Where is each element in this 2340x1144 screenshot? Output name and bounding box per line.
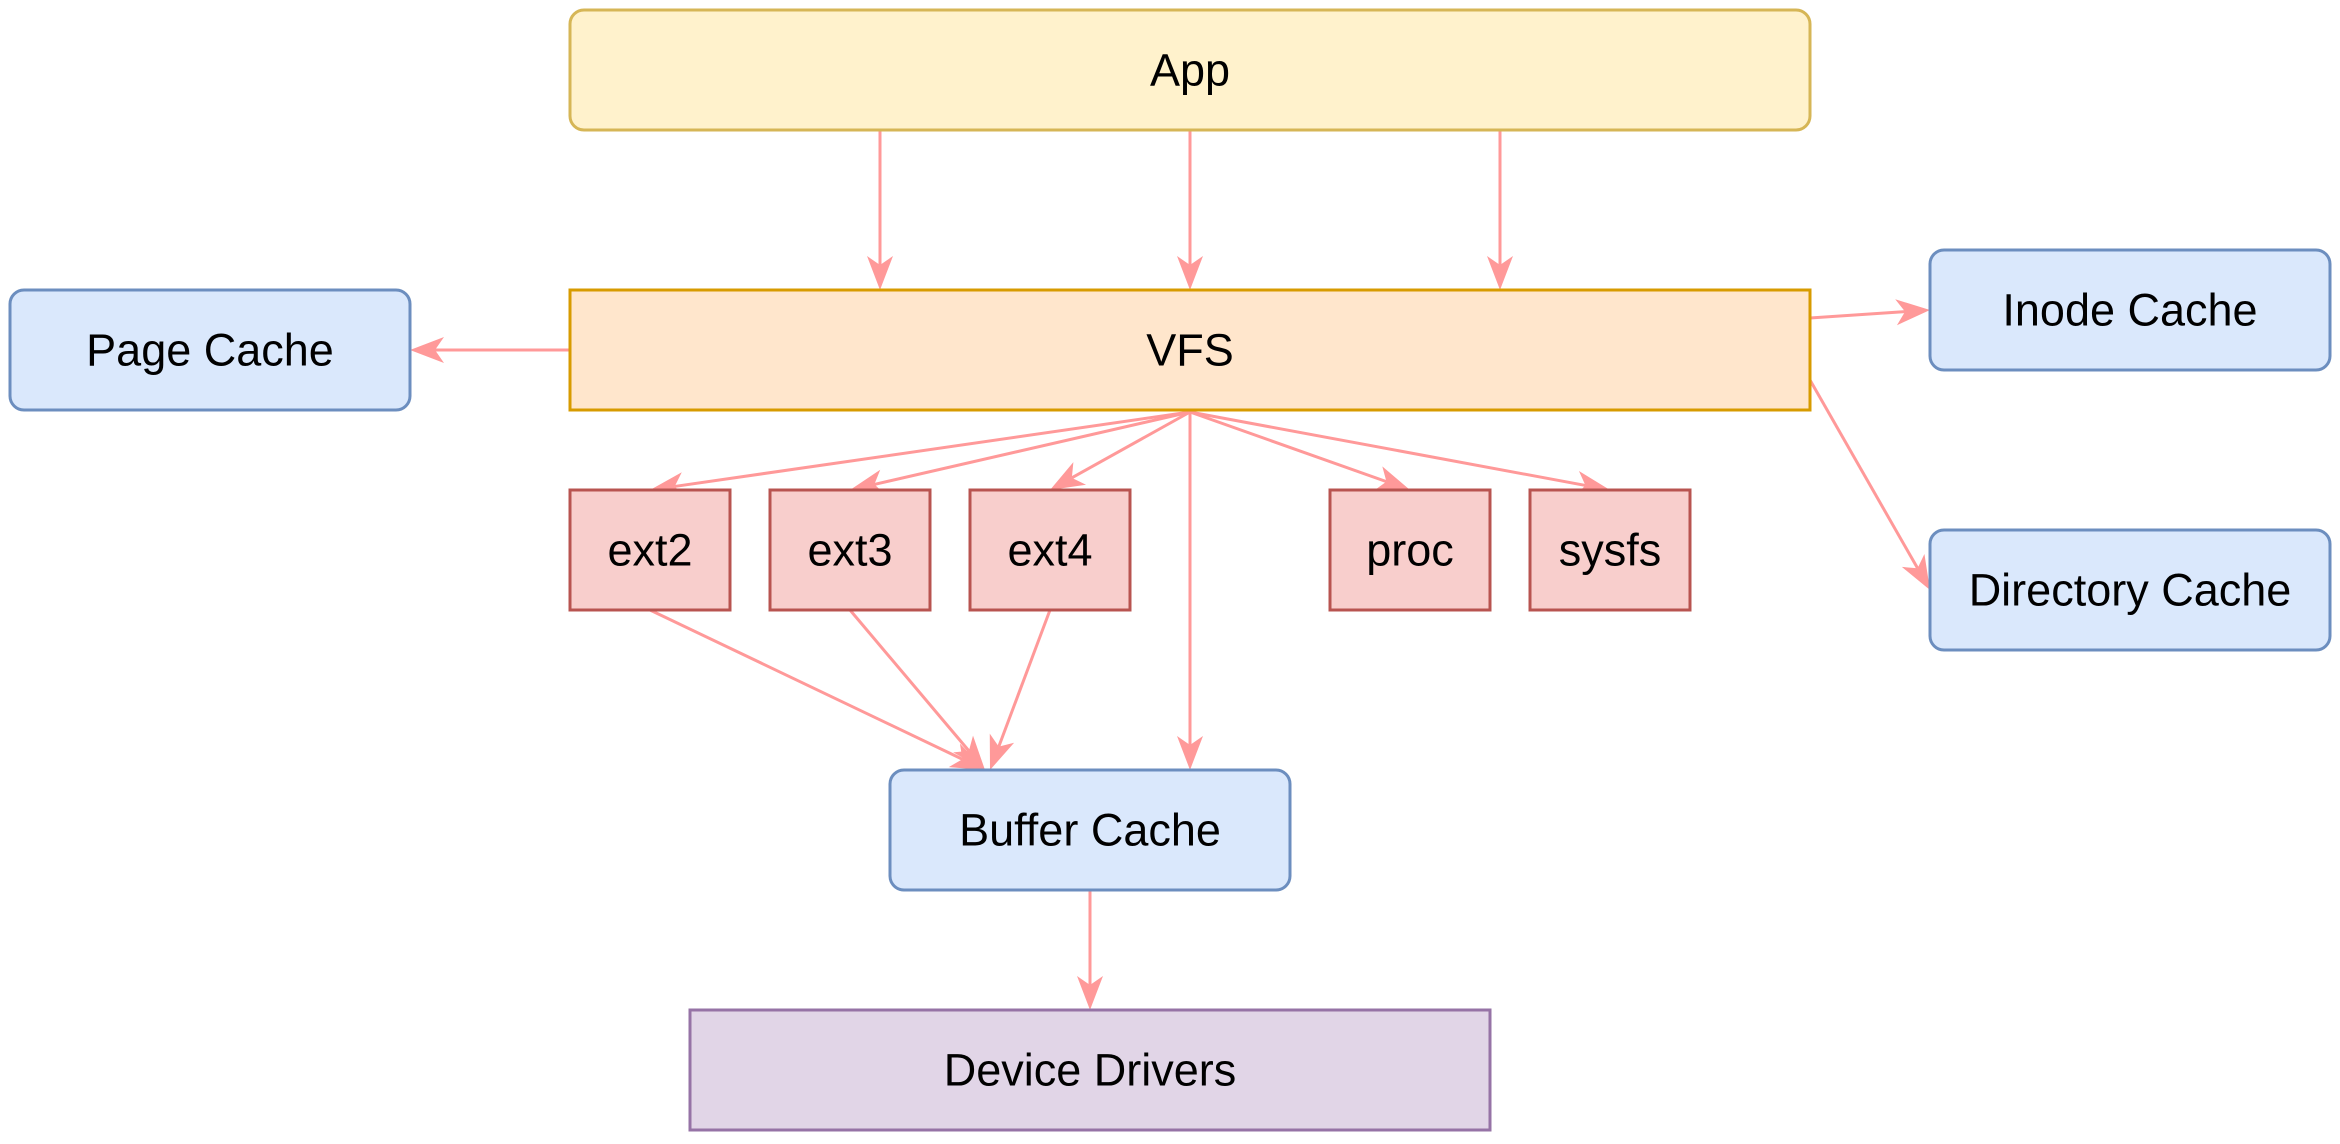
node-ext3-box	[768, 488, 932, 612]
node-ext4-label: ext4	[1007, 525, 1092, 576]
node-sysfs-box	[1528, 488, 1692, 612]
node-ext3[interactable]: ext3	[768, 488, 932, 612]
node-device-drivers-box	[688, 1008, 1492, 1132]
edge-buffer_cache-to-device_drivers	[1077, 890, 1103, 1010]
node-device-drivers-label: Device Drivers	[944, 1045, 1237, 1096]
node-page-cache-box	[8, 288, 412, 412]
edge-line	[1189, 410, 1387, 484]
node-proc-label: proc	[1366, 525, 1454, 576]
node-inode-cache-label: Inode Cache	[2002, 285, 2257, 336]
node-inode-cache[interactable]: Inode Cache	[1928, 248, 2332, 372]
edge-line	[848, 609, 971, 752]
node-vfs-label: VFS	[1146, 325, 1234, 376]
edge-line	[1189, 410, 1586, 487]
node-directory-cache[interactable]: Directory Cache	[1928, 528, 2332, 652]
arrowhead-icon	[410, 337, 444, 363]
node-vfs-box	[568, 288, 1812, 412]
edge-line	[874, 410, 1191, 486]
node-ext2[interactable]: ext2	[568, 488, 732, 612]
node-page-cache-label: Page Cache	[86, 325, 334, 376]
edge-ext4-to-buffer_cache	[989, 609, 1052, 770]
node-ext2-box	[568, 488, 732, 612]
edge-vfs-to-ext4	[1050, 410, 1191, 490]
edge-line	[1808, 379, 1919, 570]
edge-app-to-vfs	[867, 130, 893, 290]
node-ext3-label: ext3	[807, 525, 892, 576]
node-proc-box	[1328, 488, 1492, 612]
arrowhead-icon	[1487, 256, 1513, 290]
node-directory-cache-label: Directory Cache	[1969, 565, 2292, 616]
node-vfs[interactable]: VFS	[568, 288, 1812, 412]
arrowhead-icon	[989, 733, 1015, 770]
node-sysfs[interactable]: sysfs	[1528, 488, 1692, 612]
node-app-label: App	[1150, 45, 1230, 96]
node-app-box	[568, 8, 1812, 132]
arrowhead-icon	[1177, 256, 1203, 290]
node-ext4[interactable]: ext4	[968, 488, 1132, 612]
edge-vfs-to-directory_cache	[1808, 379, 1930, 590]
edge-line	[1809, 310, 1906, 320]
node-inode-cache-box	[1928, 248, 2332, 372]
edge-ext3-to-buffer_cache	[848, 609, 985, 770]
arrowhead-icon	[1177, 736, 1203, 770]
arrowhead-icon	[867, 256, 893, 290]
edge-app-to-vfs	[1487, 130, 1513, 290]
arrowhead-icon	[1895, 299, 1930, 326]
edge-vfs-to-inode_cache	[1809, 299, 1930, 326]
node-proc[interactable]: proc	[1328, 488, 1492, 612]
arrowhead-icon	[1901, 554, 1930, 590]
edge-vfs-to-ext2	[650, 410, 1191, 499]
arrowhead-icon	[953, 735, 985, 770]
edge-line	[674, 410, 1191, 488]
edge-vfs-to-page_cache	[410, 337, 570, 363]
edge-line	[649, 608, 964, 761]
arrowhead-icon	[1373, 466, 1410, 491]
node-buffer-cache[interactable]: Buffer Cache	[888, 768, 1292, 892]
edge-ext2-to-buffer_cache	[649, 608, 985, 770]
node-buffer-cache-box	[888, 768, 1292, 892]
node-device-drivers[interactable]: Device Drivers	[688, 1008, 1492, 1132]
edge-vfs-to-buffer_cache	[1177, 412, 1203, 770]
node-buffer-cache-label: Buffer Cache	[959, 805, 1221, 856]
edge-app-to-vfs	[1177, 130, 1203, 290]
node-ext2-label: ext2	[607, 525, 692, 576]
edge-vfs-to-proc	[1189, 410, 1410, 491]
arrowhead-icon	[1050, 462, 1087, 490]
node-directory-cache-box	[1928, 528, 2332, 652]
edge-line	[997, 609, 1052, 748]
node-ext4-box	[968, 488, 1132, 612]
node-sysfs-label: sysfs	[1559, 525, 1662, 576]
arrowhead-icon	[1077, 976, 1103, 1010]
node-app[interactable]: App	[568, 8, 1812, 132]
node-page-cache[interactable]: Page Cache	[8, 288, 412, 412]
edge-line	[1071, 410, 1191, 480]
